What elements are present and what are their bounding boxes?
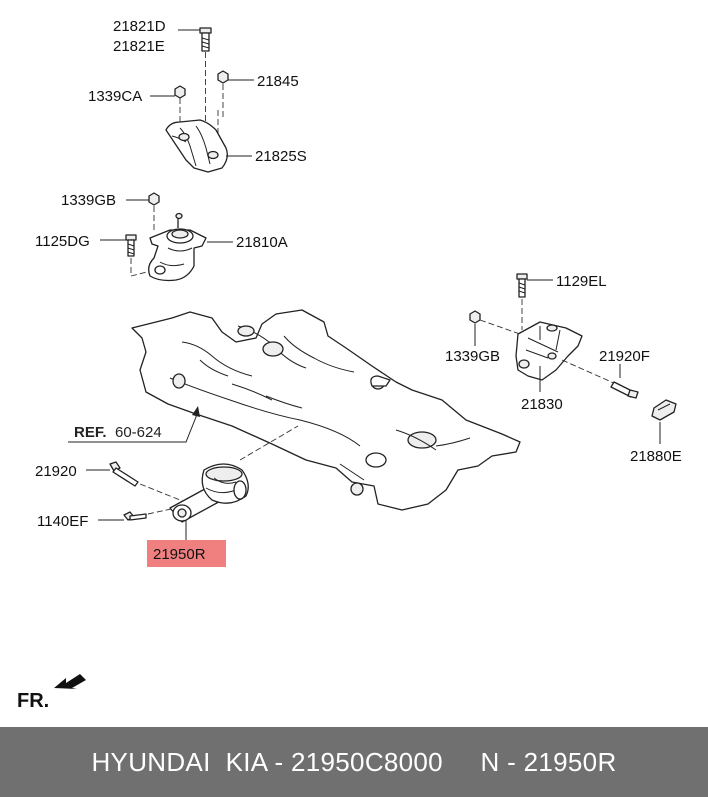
- bolt-21821: [199, 27, 212, 52]
- label-21920F: 21920F: [599, 348, 650, 365]
- reference-arrow-icon: [192, 406, 200, 417]
- label-21825S: 21825S: [255, 148, 307, 165]
- label-21845: 21845: [257, 73, 299, 90]
- bolt-21920F: [610, 381, 639, 399]
- label-21920: 21920: [35, 463, 77, 480]
- reference-number: 60-624: [115, 424, 162, 441]
- label-1339CA: 1339CA: [88, 88, 142, 105]
- bolt-1140EF: [123, 511, 147, 521]
- nut-1339CA: [174, 85, 186, 99]
- highlight-box: [147, 540, 226, 567]
- mount-21810A: [148, 212, 207, 282]
- front-indicator: FR.: [17, 674, 86, 712]
- label-21821D: 21821D: [113, 18, 166, 35]
- roll-rod-21950R: [169, 463, 249, 523]
- label-21830: 21830: [521, 396, 563, 413]
- label-1125DG: 1125DG: [35, 233, 90, 250]
- label-1140EF: 1140EF: [37, 513, 88, 530]
- nut-21845: [217, 70, 229, 84]
- label-1339GB-right: 1339GB: [445, 348, 500, 365]
- subframe-crossmember: [131, 309, 521, 511]
- bolt-1129EL: [516, 273, 528, 298]
- cover-21880E: [651, 399, 677, 421]
- label-21810A: 21810A: [236, 234, 288, 251]
- exploded-parts-diagram: REF. 60-624: [17, 18, 682, 712]
- reference-label: REF. 60-624: [68, 406, 200, 443]
- label-21880E: 21880E: [630, 448, 682, 465]
- label-21950R-highlighted: 21950R: [153, 546, 206, 563]
- front-label: FR.: [17, 690, 49, 712]
- reference-prefix: REF.: [74, 424, 107, 441]
- footer-text: HYUNDAI KIA - 21950C8000 N - 21950R: [91, 746, 617, 777]
- label-1339GB-upper: 1339GB: [61, 192, 116, 209]
- nut-1339GB-upper: [148, 192, 160, 206]
- bracket-21825S: [165, 119, 228, 173]
- label-1129EL: 1129EL: [556, 273, 607, 290]
- part-number-footer: HYUNDAI KIA - 21950C8000 N - 21950R: [0, 727, 708, 797]
- bracket-21830: [515, 321, 583, 381]
- bolt-1125DG: [125, 234, 137, 257]
- nut-1339GB-right: [469, 310, 481, 324]
- front-arrow-icon: [54, 674, 86, 689]
- bolt-21920: [109, 461, 139, 487]
- label-21821E: 21821E: [113, 38, 165, 55]
